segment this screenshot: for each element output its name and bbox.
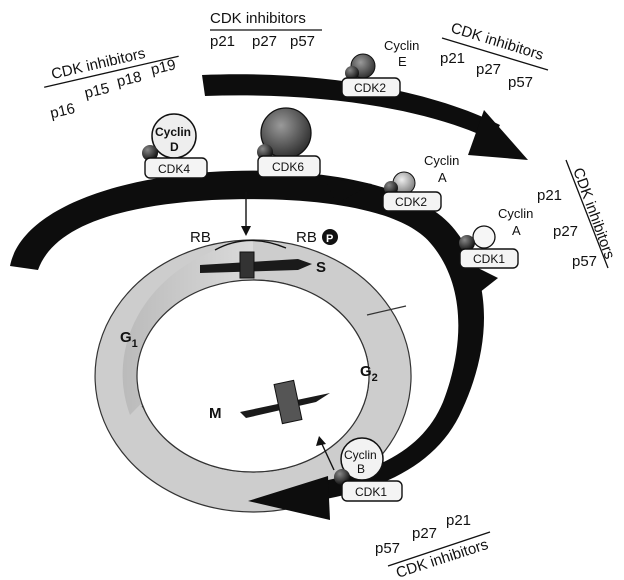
separator-s-g2 [366,305,407,316]
cdk6-box [257,155,321,178]
cell-cycle-ring [94,239,412,513]
cyclin-e-label: Cyclin [384,38,419,53]
rb-label-left: RB [190,229,211,246]
cyclin-a-cdk2-label: Cyclin [424,153,459,168]
inhibitor-bottom-p21: p21 [446,512,471,529]
cyclin-b-label: Cyclin [344,448,377,462]
phospho-symbol: P [326,233,333,245]
cdk1-b-label: CDK1 [355,485,387,499]
spiral-arrowhead-cdk6 [325,178,372,204]
phase-g1-sub: 1 [132,338,138,350]
inhibitor-right-p57: p57 [572,253,597,270]
cdk1-a-box [459,248,519,269]
cdk6-label: CDK6 [272,160,304,174]
cdk4-label: CDK4 [158,162,190,176]
inhibitor-title-right: CDK inhibitors [569,166,618,262]
inhibitor-group-top: CDK inhibitors p21 p27 p57 [210,10,322,50]
inhibitor-underline-right [565,159,609,269]
cyclin-d-dot [142,145,158,161]
phase-g2: G2 [360,363,378,384]
rb-label-right: RB [296,229,317,246]
complex-cdk6: CDK6 [257,107,321,178]
cyclin-e-letter: E [398,54,407,69]
inhibitor-bottom-p27: p27 [412,525,437,542]
phase-g2-letter: G [360,363,372,380]
cyclin-a-cdk2-letter: A [438,170,447,185]
cyclin-d-label: Cyclin [155,125,191,139]
phase-m: M [209,405,222,422]
cdk1-b-box [341,480,403,502]
s-checkpoint-marker [200,259,312,273]
inhibitor-group-right: CDK inhibitors p21 p27 p57 [537,159,618,270]
g2m-up-arrowhead [316,436,326,446]
cyclin-b-sphere [340,437,384,481]
cyclin-a-cdk1-sphere [472,225,496,249]
inhibitor-topright-p57: p57 [508,74,533,91]
cyclin-a-cdk1-label: Cyclin [498,206,533,221]
cdk2-a-label: CDK2 [395,195,427,209]
cyclin-e-dot [345,66,359,80]
phospho-icon [322,229,338,245]
complex-cyclin-d-cdk4: Cyclin D CDK4 [142,113,208,179]
cycle-inner: RB RB P G1 S G2 M [120,192,378,471]
top-arrowhead [468,110,528,160]
inhibitor-title-bottom: CDK inhibitors [394,536,490,580]
inhibitor-left-p15: p15 [83,80,111,102]
inhibitor-left-p16: p16 [48,100,76,122]
inhibitor-underline-bottom [387,531,491,567]
cdk4-box [144,157,208,179]
phase-s: S [316,259,326,276]
inhibitor-underline-topright [441,37,549,71]
inhibitor-title-top: CDK inhibitors [210,10,306,27]
inhibitor-left-p19: p19 [149,56,177,78]
inhibitor-underline-left [44,55,179,88]
cdk1-a-label: CDK1 [473,252,505,266]
cyclin-a-cdk1-letter: A [512,223,521,238]
rb-down-arrowhead [241,226,251,236]
cdk2-e-label: CDK2 [354,81,386,95]
m-checkpoint-block [273,379,303,425]
cdk2-e-box [341,77,401,98]
complex-cyclin-a-cdk1: Cyclin A CDK1 [459,206,533,269]
inhibitor-top-p27: p27 [252,33,277,50]
spiral-arrows [10,74,528,520]
inhibitor-left-p18: p18 [115,68,143,90]
inhibitor-right-p27: p27 [553,223,578,240]
inhibitor-group-bottom: p21 p27 p57 CDK inhibitors [375,512,490,580]
spiral-arrowhead-bottom [248,476,330,520]
complex-cyclin-e-cdk2: Cyclin E CDK2 [341,38,419,98]
cyclin-b-letter: B [357,462,365,476]
inhibitor-top-p57: p57 [290,33,315,50]
s-checkpoint-block [239,251,255,279]
g2m-up-arrow [320,441,335,471]
inhibitor-group-left: CDK inhibitors p16 p15 p18 p19 [44,45,179,122]
inhibitor-bottom-p57: p57 [375,540,400,557]
phase-g2-sub: 2 [372,372,378,384]
phase-g1-letter: G [120,329,132,346]
complex-cyclin-a-cdk2: Cyclin A CDK2 [382,153,459,212]
cyclin-d-letter: D [170,140,179,154]
cdk2-a-box [382,191,442,212]
rb-arc-arrow [214,239,287,251]
phase-g1: G1 [120,329,138,350]
inhibitor-topright-p27: p27 [476,61,501,78]
cyclin-a-cdk1-dot [459,235,475,251]
inhibitor-right-p21: p21 [537,187,562,204]
inhibitor-group-topright: CDK inhibitors p21 p27 p57 [440,20,549,91]
ring-inner-edge [136,279,370,473]
top-arrow [202,74,500,140]
spiral-arrowhead-right [470,264,498,300]
complex-cyclin-b-cdk1: Cyclin B CDK1 [334,437,403,502]
inhibitor-top-p21: p21 [210,33,235,50]
inhibitor-topright-p21: p21 [440,50,465,67]
